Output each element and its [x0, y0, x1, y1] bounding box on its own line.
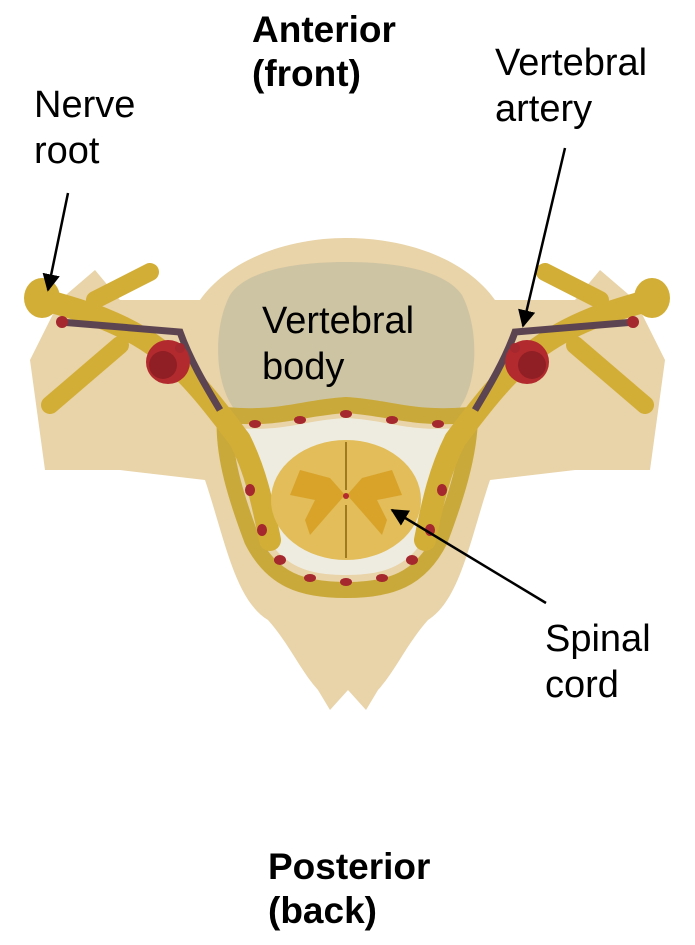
posterior-line1: Posterior: [268, 845, 430, 889]
nerve-root-arrow: [48, 193, 68, 290]
vertebral-artery-label: Vertebral artery: [495, 40, 647, 132]
anterior-line1: Anterior: [252, 8, 396, 52]
nerve-root-label: Nerve root: [34, 82, 135, 174]
vertebral-body-label: Vertebral body: [262, 298, 414, 390]
spinal-cord-label: Spinal cord: [545, 616, 651, 708]
nerve-root-line2: root: [34, 128, 135, 174]
posterior-line2: (back): [268, 889, 430, 933]
spinal-cord-line2: cord: [545, 662, 651, 708]
vertebral-artery-line1: Vertebral: [495, 40, 647, 86]
anterior-line2: (front): [252, 52, 396, 96]
spinal-cord-line1: Spinal: [545, 616, 651, 662]
vertebral-body-line2: body: [262, 344, 414, 390]
vertebral-artery-line2: artery: [495, 86, 647, 132]
posterior-label: Posterior (back): [268, 845, 430, 933]
vertebral-body-line1: Vertebral: [262, 298, 414, 344]
vertebral-artery-arrow: [523, 148, 565, 326]
nerve-root-line1: Nerve: [34, 82, 135, 128]
anterior-label: Anterior (front): [252, 8, 396, 96]
spinal-cord-shape: [271, 440, 421, 560]
